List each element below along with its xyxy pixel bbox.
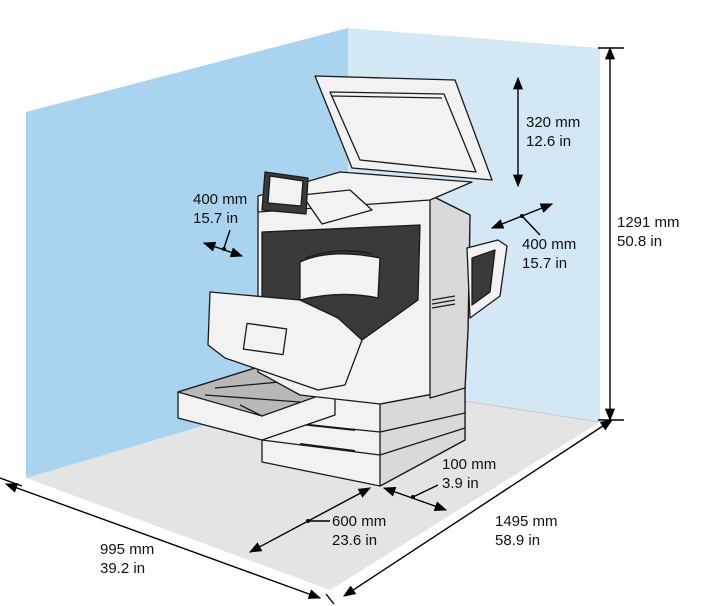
right-clearance-mm: 400 mm (522, 236, 577, 253)
top-clearance-in: 12.6 in (526, 133, 572, 150)
rear-clearance-label: 100 mm 3.9 in (442, 455, 496, 493)
total-height-label: 1291 mm 50.8 in (617, 213, 680, 251)
room-width-label: 995 mm 39.2 in (100, 540, 154, 578)
front-clearance-in: 23.6 in (332, 532, 378, 549)
room-depth-mm: 1495 mm (495, 513, 558, 530)
dimension-lines (0, 46, 624, 605)
top-clearance-label: 320 mm 12.6 in (526, 113, 580, 151)
front-clearance-mm: 600 mm (332, 513, 387, 530)
room-width-arrow (4, 483, 322, 599)
top-clearance-mm: 320 mm (526, 114, 581, 131)
total-height-mm: 1291 mm (617, 214, 680, 231)
rear-clearance-mm: 100 mm (442, 456, 497, 473)
right-clearance-label: 400 mm 15.7 in (522, 235, 576, 273)
total-height-in: 50.8 in (617, 233, 663, 250)
front-clearance-label: 600 mm 23.6 in (332, 512, 386, 550)
rear-clearance-in: 3.9 in (442, 475, 479, 492)
right-clearance-in: 15.7 in (522, 255, 568, 272)
left-clearance-label: 400 mm 15.7 in (193, 190, 247, 228)
room-width-in: 39.2 in (100, 560, 146, 577)
room-depth-arrow (342, 419, 614, 597)
room-depth-label: 1495 mm 58.9 in (495, 512, 558, 550)
room-width-mm: 995 mm (100, 541, 155, 558)
left-clearance-in: 15.7 in (193, 210, 239, 227)
room-depth-in: 58.9 in (495, 532, 541, 549)
left-clearance-mm: 400 mm (193, 191, 248, 208)
